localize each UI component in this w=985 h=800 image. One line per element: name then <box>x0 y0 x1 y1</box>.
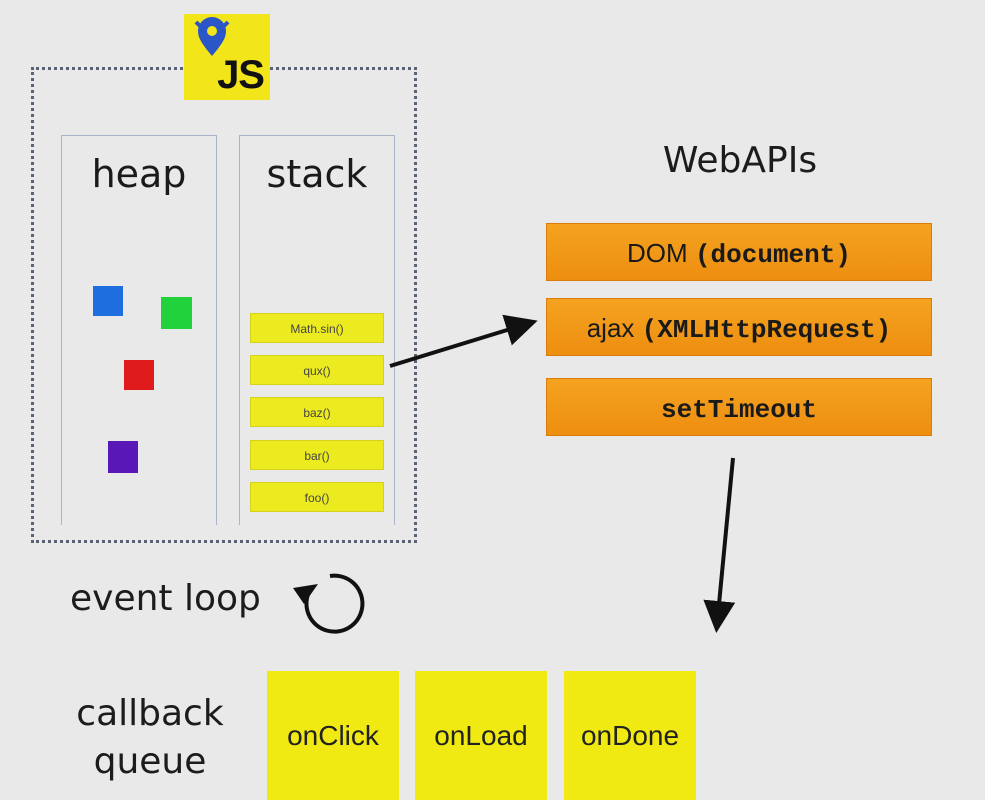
webapi-code: setTimeout <box>660 395 818 425</box>
loop-icon <box>293 573 365 634</box>
webapi-settimeout: setTimeout <box>546 378 932 436</box>
webapi-ajax: ajax (XMLHttpRequest) <box>546 298 932 356</box>
stack-column <box>239 135 395 525</box>
callback-queue-label-line2: queue <box>93 741 207 782</box>
webapi-code: (document) <box>694 240 851 270</box>
callback-item-onload: onLoad <box>415 671 547 800</box>
stack-to-webapi-arrow <box>389 314 538 368</box>
stack-frame: bar() <box>250 440 384 470</box>
event-loop-label: event loop <box>70 578 261 619</box>
heap-object <box>93 286 123 316</box>
callback-item-ondone: onDone <box>564 671 696 800</box>
heap-column <box>61 135 217 525</box>
webapi-name: ajax <box>586 313 635 343</box>
logo-text: JS <box>217 53 265 97</box>
stack-frame: foo() <box>250 482 384 512</box>
webapis-title: WebAPIs <box>662 140 818 181</box>
callback-queue-label: callback queue <box>60 690 240 786</box>
stack-frame: qux() <box>250 355 384 385</box>
stack-frame: baz() <box>250 397 384 427</box>
webapi-name: DOM <box>627 238 688 268</box>
stack-frame: Math.sin() <box>250 313 384 343</box>
heap-object <box>161 297 192 329</box>
webapi-code: (XMLHttpRequest) <box>641 315 892 345</box>
stack-label: stack <box>266 152 368 196</box>
heap-object <box>108 441 138 473</box>
heap-label: heap <box>91 152 187 196</box>
heap-object <box>124 360 154 390</box>
webapi-to-queue-arrow <box>703 457 736 633</box>
webapi-dom: DOM (document) <box>546 223 932 281</box>
callback-queue-label-line1: callback <box>76 693 224 734</box>
pin-icon <box>194 17 230 56</box>
callback-item-onclick: onClick <box>267 671 399 800</box>
js-logo: JS <box>184 14 270 100</box>
